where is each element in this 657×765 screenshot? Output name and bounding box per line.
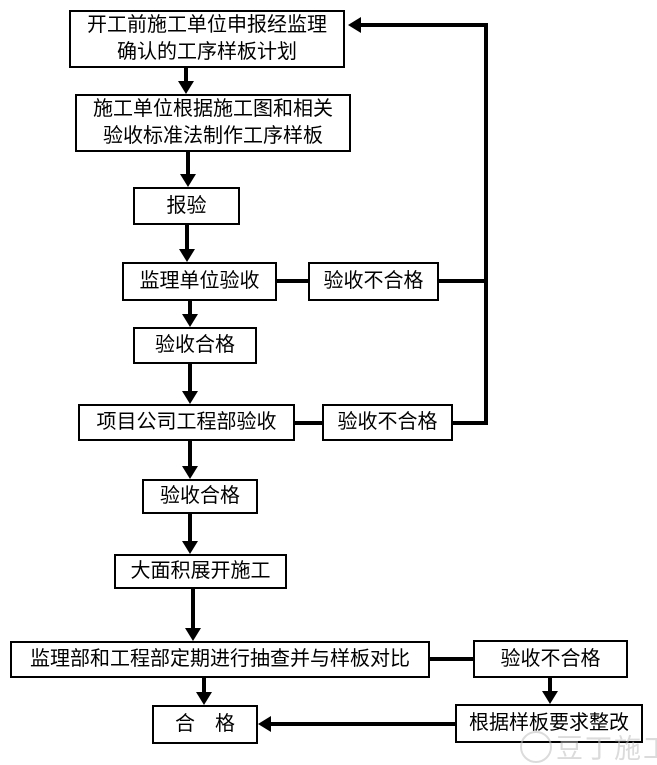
connector-fail1-to-feedback [439, 279, 488, 283]
flow-node-make-sample-label: 施工单位根据施工图和相关 验收标准法制作工序样板 [93, 98, 333, 147]
arrowhead-feedback-to-plan [348, 17, 361, 33]
connector-periodiccheck-to-qualified [202, 678, 206, 693]
arrowhead-supervisor-to-pass1 [182, 314, 198, 327]
flow-node-make-sample: 施工单位根据施工图和相关 验收标准法制作工序样板 [75, 94, 351, 152]
arrowhead-fail3-to-rectify [542, 691, 558, 704]
flow-node-fail-3-label: 验收不合格 [500, 647, 601, 670]
arrowhead-pass1-to-projectdept [182, 391, 198, 404]
flow-node-supervisor-acceptance-label: 监理单位验收 [139, 270, 260, 292]
connector-supervisor-to-pass1 [188, 301, 192, 315]
connector-projectdept-to-pass2 [188, 441, 192, 467]
flow-node-pass-2: 验收合格 [142, 479, 258, 514]
flow-node-rectify-label: 根据样板要求整改 [469, 712, 629, 734]
arrowhead-plan-to-make [178, 81, 194, 94]
flow-node-qualified-label: 合 格 [175, 713, 235, 735]
connector-projectdept-to-fail2 [295, 421, 322, 425]
flow-node-pass-1-label: 验收合格 [155, 334, 235, 356]
arrowhead-projectdept-to-pass2 [182, 466, 198, 479]
flow-node-fail-3: 验收不合格 [473, 640, 628, 678]
connector-submit-to-supervisor [185, 225, 189, 250]
connector-make-to-submit [186, 152, 190, 175]
flow-node-plan-label: 开工前施工单位申报经监理 确认的工序样板计划 [87, 14, 327, 63]
flow-node-fail-1: 验收不合格 [308, 262, 439, 301]
flow-node-periodic-check-label: 监理部和工程部定期进行抽查并与样板对比 [30, 648, 410, 670]
flow-node-pass-1: 验收合格 [133, 327, 257, 364]
connector-pass1-to-projectdept [188, 364, 192, 392]
flow-node-project-dept-acceptance: 项目公司工程部验收 [78, 404, 295, 441]
flow-node-full-construction-label: 大面积展开施工 [130, 560, 271, 582]
flow-node-submit-inspection: 报验 [133, 187, 240, 225]
flow-node-fail-2: 验收不合格 [322, 404, 453, 441]
connector-feedback-horizontal [361, 23, 488, 27]
connector-fail2-to-feedback [453, 421, 488, 425]
flow-node-pass-2-label: 验收合格 [160, 485, 240, 507]
flow-node-fail-2-label: 验收不合格 [337, 411, 438, 433]
connector-fail3-to-rectify [548, 678, 552, 692]
arrowhead-rectify-to-qualified [258, 716, 271, 732]
arrowhead-submit-to-supervisor [179, 249, 195, 262]
connector-periodiccheck-to-fail3 [430, 657, 473, 661]
flow-node-full-construction: 大面积展开施工 [114, 554, 287, 589]
connector-plan-to-make [184, 68, 188, 83]
flow-node-submit-inspection-label: 报验 [166, 194, 207, 217]
flow-node-periodic-check: 监理部和工程部定期进行抽查并与样板对比 [10, 641, 430, 678]
connector-pass2-to-fullconstruction [188, 514, 192, 542]
flow-node-plan: 开工前施工单位申报经监理 确认的工序样板计划 [69, 10, 345, 68]
connector-fullconstruction-to-periodiccheck [191, 589, 195, 629]
connector-feedback-vertical [484, 23, 488, 425]
connector-rectify-to-qualified [271, 722, 455, 726]
connector-supervisor-to-fail1 [277, 279, 308, 283]
flow-node-project-dept-acceptance-label: 项目公司工程部验收 [96, 411, 277, 433]
flow-node-supervisor-acceptance: 监理单位验收 [122, 262, 277, 301]
arrowhead-pass2-to-fullconstruction [182, 541, 198, 554]
arrowhead-fullconstruction-to-periodiccheck [185, 628, 201, 641]
flow-node-qualified: 合 格 [152, 705, 258, 744]
flow-node-rectify: 根据样板要求整改 [455, 704, 643, 743]
arrowhead-periodiccheck-to-qualified [196, 692, 212, 705]
arrowhead-make-to-submit [180, 174, 196, 187]
flow-node-fail-1-label: 验收不合格 [323, 270, 424, 292]
